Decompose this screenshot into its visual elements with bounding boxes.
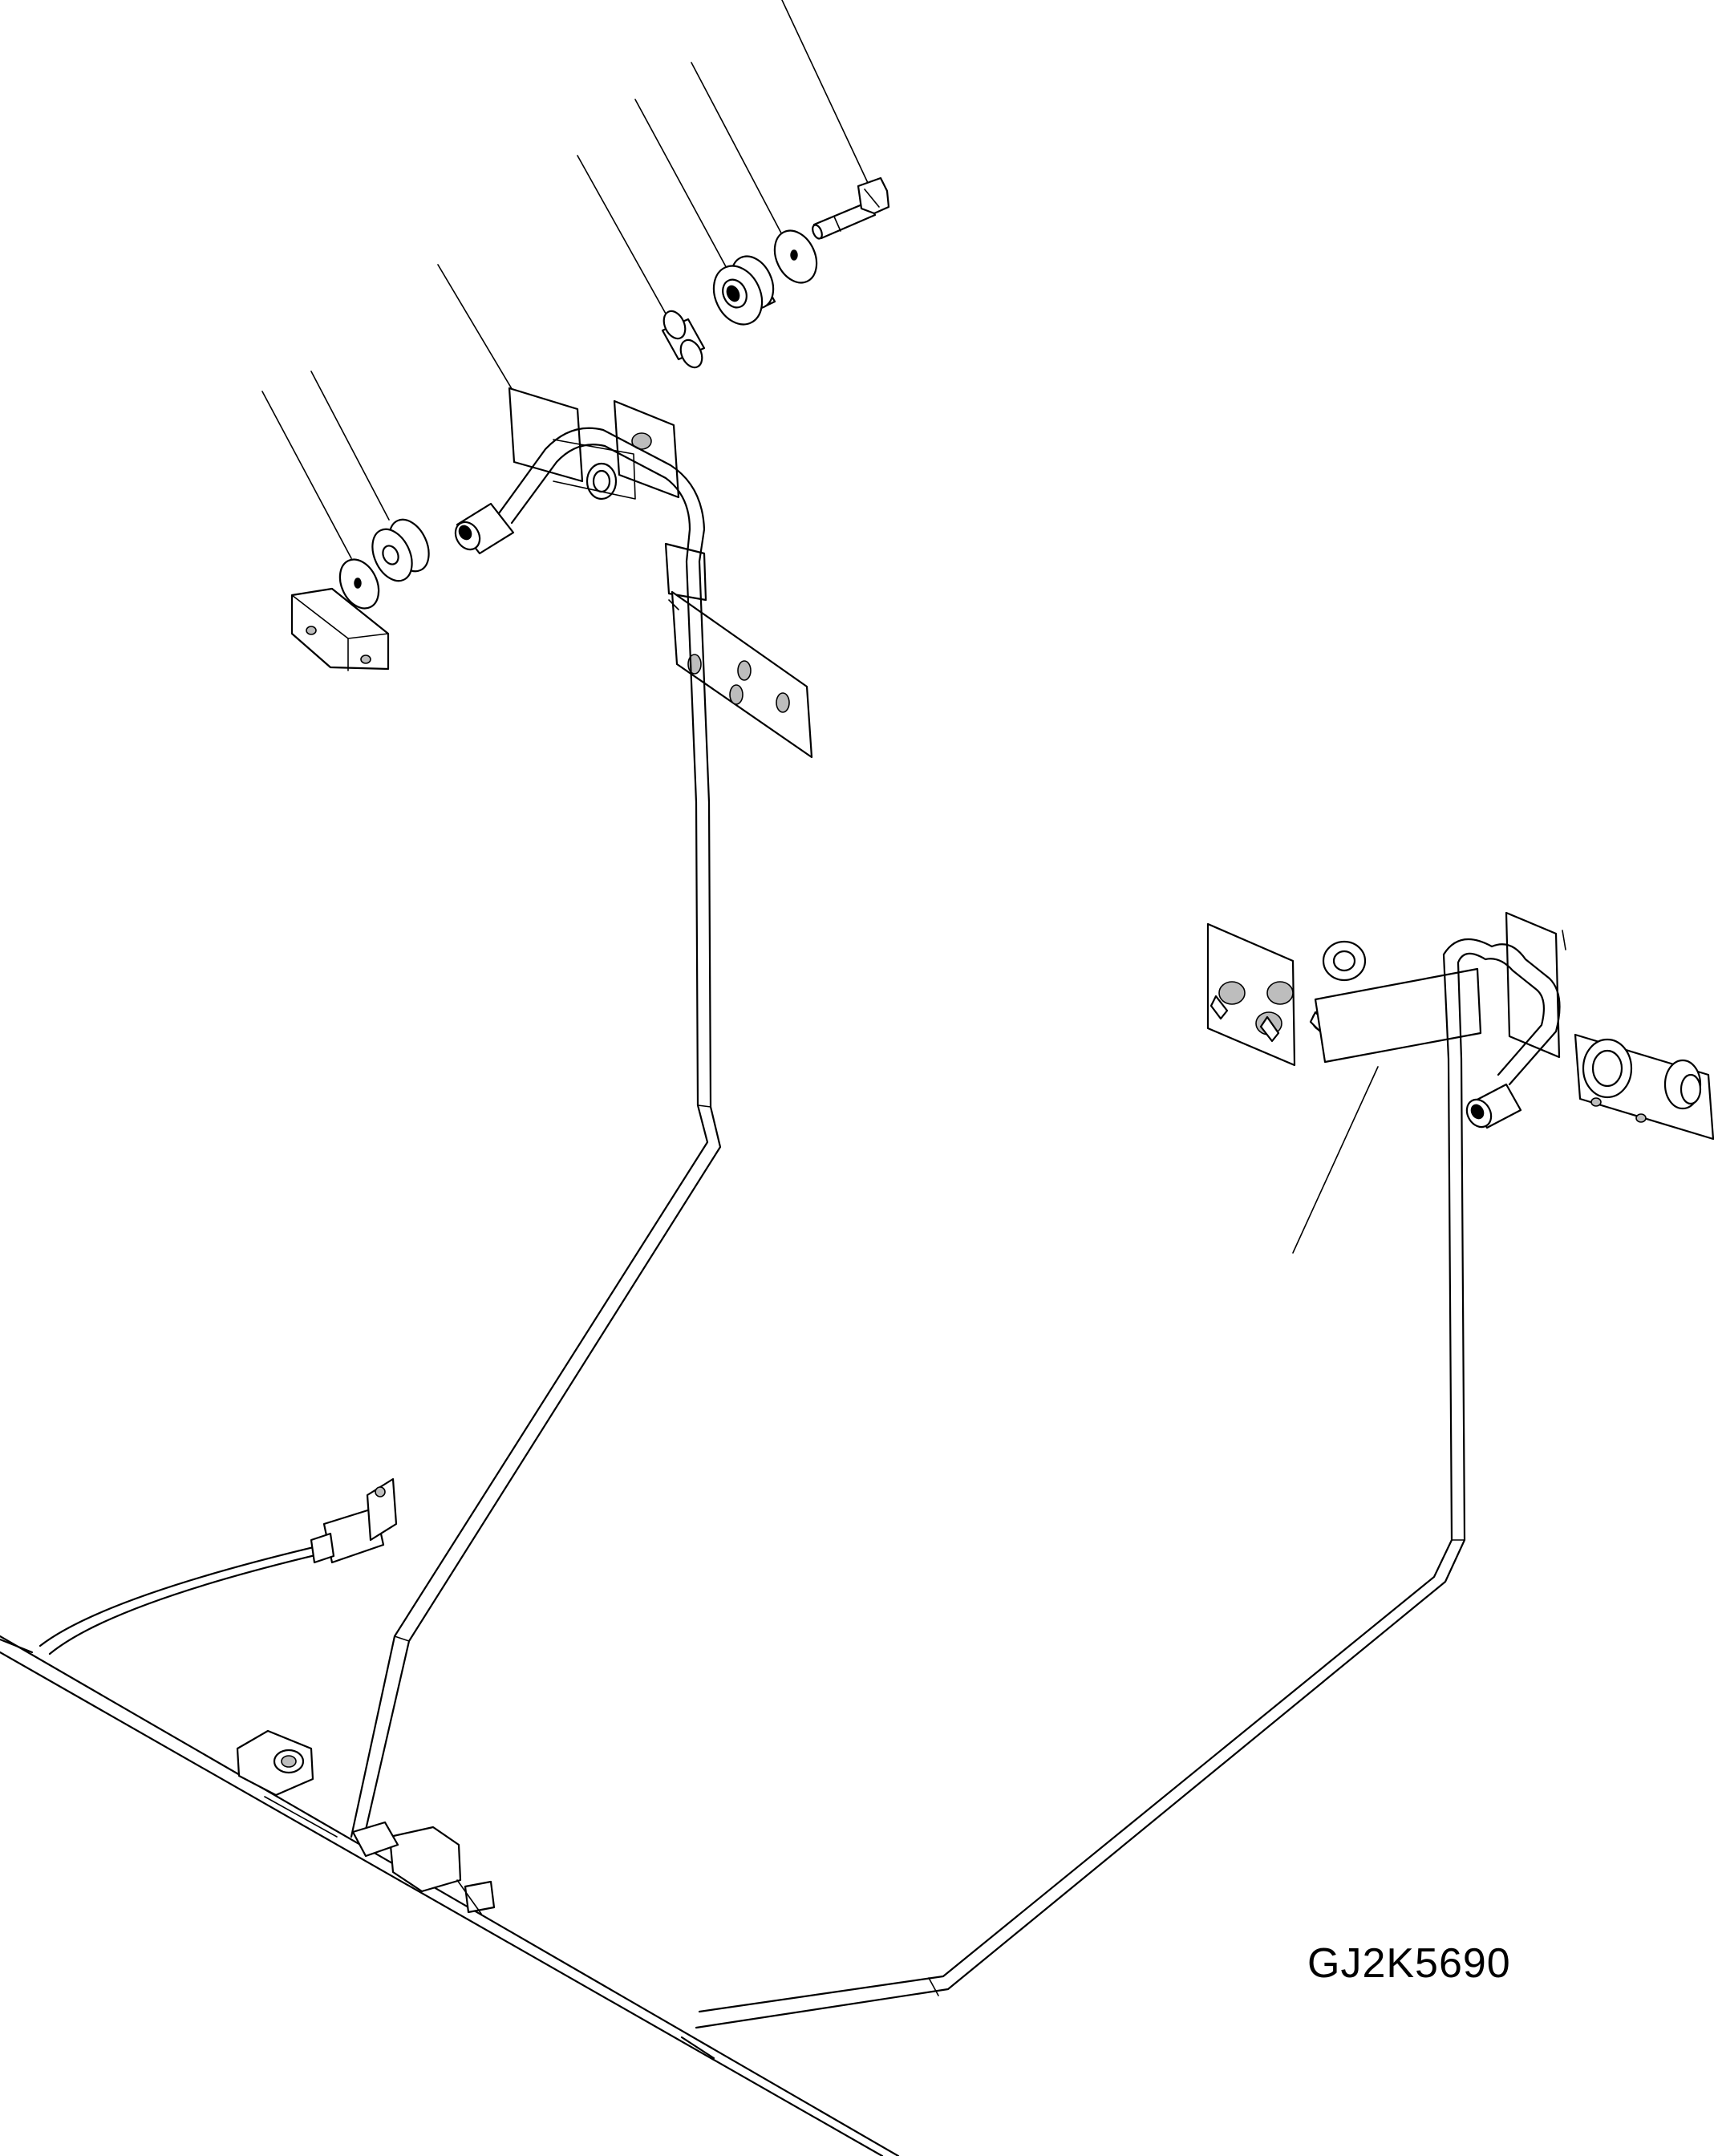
cushion-left [365, 513, 437, 587]
drawing-code-label: GJ2K5690 [1307, 1940, 1511, 1987]
washer-top [767, 224, 825, 290]
leader-bracket-left [438, 265, 513, 391]
leader-collar [577, 156, 670, 321]
collar [660, 308, 707, 371]
bracket-assembly-right [1208, 913, 1713, 1139]
pipe-right [696, 939, 1560, 2028]
leader-lines [262, 0, 1378, 1253]
leader-cushion-top [635, 99, 728, 271]
cushion-top [705, 249, 782, 332]
spacer-block [292, 589, 388, 671]
wire-harness [40, 1479, 396, 1654]
leader-cushion-left [311, 371, 389, 520]
bracket-assembly-left [451, 388, 812, 757]
leader-washer-top [691, 63, 786, 242]
leader-bolt [782, 0, 868, 183]
washer-left [333, 553, 387, 615]
leader-washer-left [262, 391, 351, 558]
leader-bracket-right [1293, 1067, 1378, 1253]
frame-base [0, 1636, 898, 2156]
bolt [811, 178, 889, 240]
pipe-left [351, 428, 720, 1837]
